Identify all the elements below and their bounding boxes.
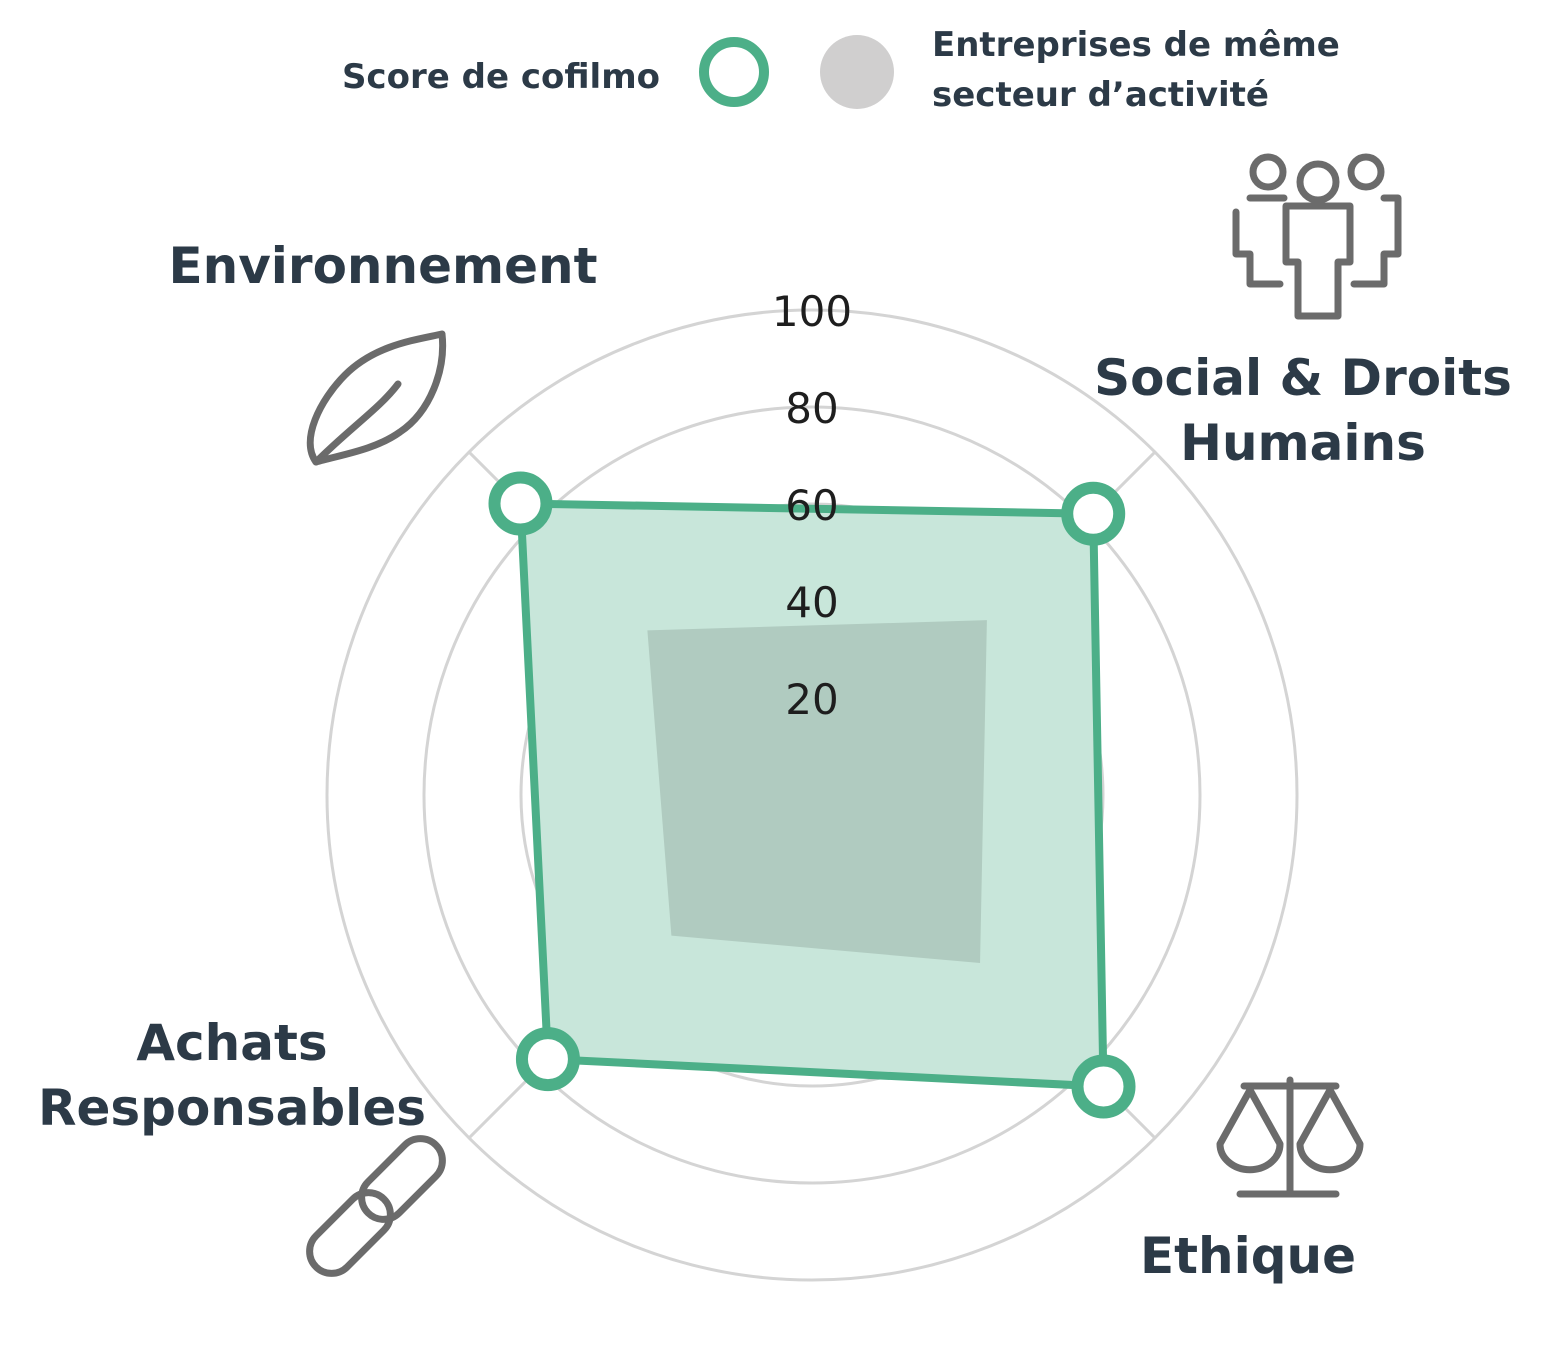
score-point-2: [1071, 1054, 1136, 1119]
tick-label-80: 80: [785, 384, 838, 433]
chain-link-icon: [306, 1135, 446, 1277]
legend-marker-score: [699, 37, 769, 107]
tick-label-40: 40: [785, 578, 838, 627]
axis-label-3-0: Achats: [136, 1014, 327, 1072]
legend-label-peers-1: secteur d’activité: [932, 75, 1269, 115]
grid-ring-80: [422, 405, 1202, 1185]
tick-labels: 20 40 60 80 100: [772, 287, 852, 724]
axis-label-3-1: Responsables: [38, 1079, 426, 1137]
tick-label-100: 100: [772, 287, 852, 336]
series-area-peers: [647, 620, 987, 964]
legend-label-peers-0: Entreprises de même: [932, 25, 1340, 65]
grid-ring-100: [325, 308, 1299, 1282]
legend-label-score: Score de cofilmo: [342, 57, 660, 97]
legend-marker-peers: [820, 35, 894, 109]
scale-icon: [1216, 1076, 1364, 1198]
people-icon: [1232, 153, 1402, 320]
axis-label-1-0: Social & Droits: [1094, 349, 1512, 407]
series-layer: [488, 471, 1136, 1119]
score-point-1: [1061, 481, 1126, 546]
score-point-0: [488, 471, 553, 536]
axis-label-0-0: Environnement: [168, 237, 597, 295]
grid-ring-60: [519, 502, 1105, 1088]
axis-label-2-0: Ethique: [1140, 1227, 1356, 1285]
score-point-3: [515, 1027, 580, 1092]
tick-label-20: 20: [785, 675, 838, 724]
leaf-icon: [306, 330, 447, 466]
axis-label-1-1: Humains: [1180, 414, 1426, 472]
legend: Score de cofilmo Entreprises de même secte…: [342, 25, 1340, 115]
tick-label-60: 60: [785, 481, 838, 530]
